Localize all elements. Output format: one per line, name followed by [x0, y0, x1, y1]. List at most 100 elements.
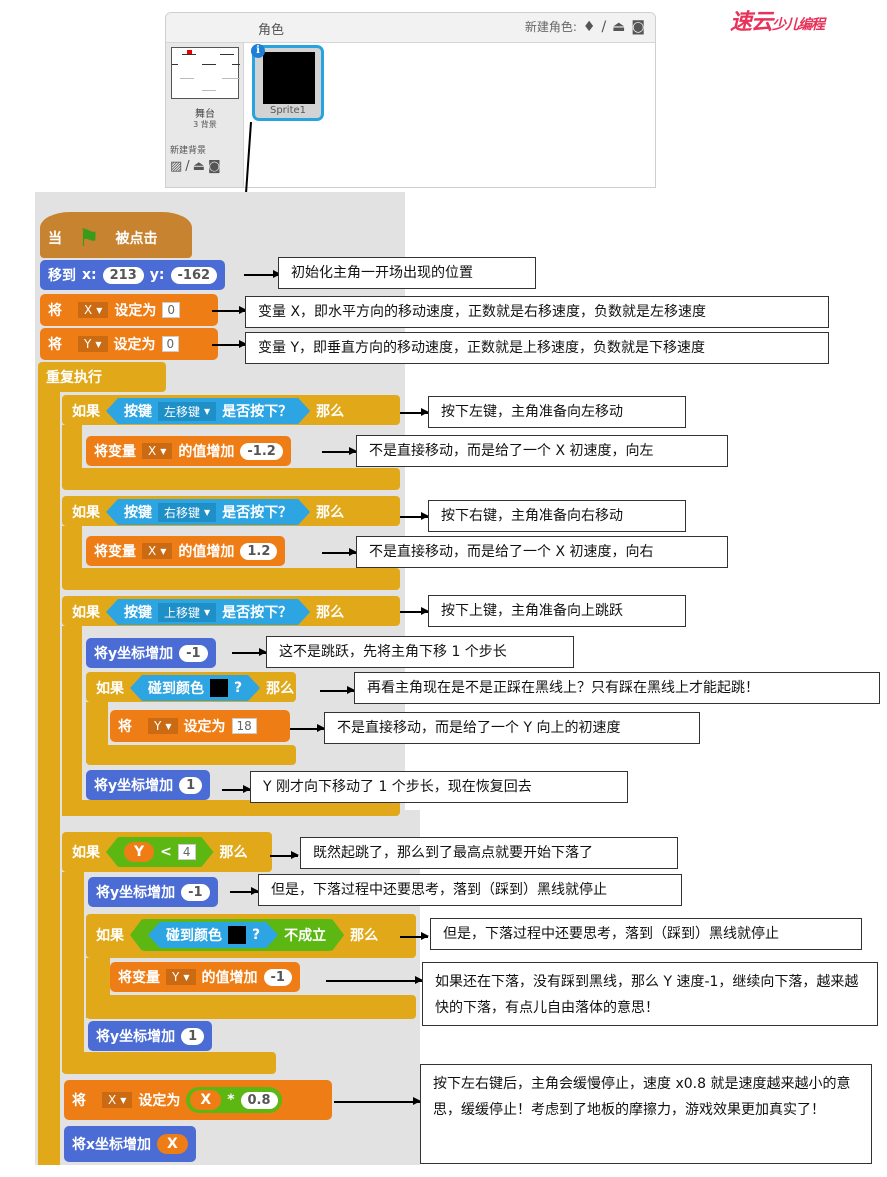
- caret-down-icon: ▼: [204, 607, 211, 617]
- caret-down-icon: ▼: [95, 339, 102, 349]
- note-not-touching: 但是，下落过程中还要思考，落到（踩到）黑线就停止: [430, 918, 862, 950]
- note-init-position: 初始化主角一开场出现的位置: [278, 257, 536, 289]
- set-y-block[interactable]: 将 Y▼ 设定为 0: [40, 328, 218, 360]
- y-variable-reporter[interactable]: Y: [124, 842, 154, 862]
- camera-icon[interactable]: ◙: [631, 18, 645, 35]
- arrow: [270, 852, 299, 858]
- variable-dropdown[interactable]: X▼: [78, 302, 109, 318]
- goto-xy-block[interactable]: 移到 x: 213 y: -162: [40, 260, 226, 290]
- new-backdrop-label: 新建背景: [170, 146, 207, 156]
- brand-logo: 速云少儿编程: [730, 10, 825, 35]
- if-right-key-block[interactable]: 如果 按键 右移键▼ 是否按下？ 那么: [64, 498, 352, 526]
- camera-icon[interactable]: ◙: [207, 159, 221, 174]
- sprite-panel: 角色 新建角色: ♦ / ⏏ ◙ 舞台 3 背景 新建背景 ▨ / ⏏ ◙ i …: [165, 12, 656, 188]
- note-jump-velocity: 不是直接移动，而是给了一个 Y 向上的初速度: [324, 712, 700, 744]
- value-input[interactable]: -1: [179, 644, 208, 662]
- key-pressed-condition[interactable]: 按键 上移键▼ 是否按下？: [106, 599, 310, 625]
- note-var-y: 变量 Y，即垂直方向的移动速度，正数就是上移速度，负数就是下移速度: [245, 332, 829, 364]
- value-input[interactable]: 0: [162, 302, 181, 318]
- value-input[interactable]: 0: [161, 336, 180, 352]
- variable-dropdown[interactable]: X▼: [142, 443, 173, 459]
- note-right-velocity: 不是直接移动，而是给了一个 X 初速度，向右: [356, 536, 728, 568]
- arrow: [212, 341, 247, 347]
- value-input[interactable]: 4: [178, 844, 196, 860]
- y-input[interactable]: -162: [170, 266, 218, 284]
- touching-color-condition[interactable]: 碰到颜色 ?: [130, 675, 260, 701]
- value-input[interactable]: -1: [181, 883, 210, 901]
- x-variable-reporter[interactable]: X: [157, 1134, 188, 1154]
- caret-down-icon: ▼: [160, 446, 167, 456]
- set-x-block[interactable]: 将 X▼ 设定为 0: [40, 294, 218, 326]
- value-input[interactable]: 1.2: [240, 542, 278, 560]
- variable-dropdown[interactable]: Y▼: [166, 969, 196, 985]
- forever-block[interactable]: 重复执行: [38, 362, 166, 392]
- value-input[interactable]: 0.8: [240, 1091, 278, 1109]
- upload-icon[interactable]: ⏏: [192, 159, 205, 174]
- variable-dropdown[interactable]: X▼: [142, 543, 173, 559]
- change-x-block[interactable]: 将x坐标增加 X: [64, 1126, 196, 1162]
- variable-dropdown[interactable]: X▼: [102, 1092, 133, 1108]
- key-pressed-condition[interactable]: 按键 右移键▼ 是否按下？: [106, 499, 310, 525]
- color-swatch[interactable]: [228, 926, 246, 944]
- multiply-operator[interactable]: X * 0.8: [186, 1087, 282, 1113]
- arrow: [232, 649, 267, 655]
- value-input[interactable]: 1: [179, 776, 203, 794]
- sprite-card[interactable]: i Sprite1: [251, 44, 324, 121]
- note-check-ground: 再看主角现在是不是正踩在黑线上？只有踩在黑线上才能起跳！: [354, 672, 880, 704]
- if-not-touching-block[interactable]: 如果 碰到颜色 ? 不成立 那么: [88, 918, 386, 952]
- set-y-block[interactable]: 将 Y▼ 设定为 18: [110, 710, 290, 742]
- variable-dropdown[interactable]: Y▼: [148, 718, 178, 734]
- key-dropdown[interactable]: 上移键▼: [158, 603, 216, 622]
- set-x-friction-block[interactable]: 将 X▼ 设定为 X * 0.8: [64, 1080, 332, 1120]
- paint-icon[interactable]: /: [185, 159, 190, 174]
- if-touching-color-block[interactable]: 如果 碰到颜色 ? 那么: [88, 674, 302, 702]
- change-vy-block[interactable]: 将变量 Y▼ 的值增加 -1: [110, 962, 300, 992]
- variable-dropdown[interactable]: Y▼: [78, 336, 108, 352]
- touching-color-condition[interactable]: 碰到颜色 ?: [148, 922, 278, 948]
- value-input[interactable]: 1: [181, 1027, 205, 1045]
- not-condition[interactable]: 碰到颜色 ? 不成立: [130, 919, 344, 951]
- image-icon[interactable]: ▨: [170, 159, 183, 174]
- note-right-key: 按下右键，主角准备向右移动: [428, 500, 686, 532]
- note-move-down: 这不是跳跃，先将主角下移 1 个步长: [266, 636, 574, 668]
- when-flag-clicked-block[interactable]: 当 ⚑ 被点击: [40, 212, 192, 258]
- caret-down-icon: ▼: [204, 406, 211, 416]
- change-y-block[interactable]: 将y坐标增加 -1: [86, 638, 216, 668]
- key-pressed-condition[interactable]: 按键 左移键▼ 是否按下？: [106, 398, 310, 424]
- arrow: [400, 409, 429, 415]
- sprite-name: Sprite1: [269, 105, 307, 116]
- key-dropdown[interactable]: 右移键▼: [158, 503, 216, 522]
- value-input[interactable]: -1: [263, 968, 292, 986]
- x-variable-reporter[interactable]: X: [190, 1090, 222, 1110]
- info-icon[interactable]: i: [251, 44, 265, 58]
- if-up-key-block[interactable]: 如果 按键 上移键▼ 是否按下？ 那么: [64, 598, 352, 626]
- key-dropdown[interactable]: 左移键▼: [158, 402, 216, 421]
- change-y-block[interactable]: 将y坐标增加 -1: [88, 877, 218, 907]
- upload-icon[interactable]: ⏏: [612, 18, 626, 35]
- change-y-block[interactable]: 将y坐标增加 1: [88, 1021, 213, 1051]
- if-left-key-block[interactable]: 如果 按键 左移键▼ 是否按下？ 那么: [64, 397, 352, 425]
- arrow: [322, 448, 357, 454]
- change-y-block[interactable]: 将y坐标增加 1: [86, 770, 211, 800]
- sprite-library-icon[interactable]: ♦: [582, 18, 596, 35]
- stage-thumbnail[interactable]: [171, 47, 240, 99]
- caret-down-icon: ▼: [204, 507, 211, 517]
- sprite-thumbnail: [263, 52, 315, 104]
- note-var-x: 变量 X，即水平方向的移动速度，正数就是右移速度，负数就是左移速度: [245, 296, 829, 328]
- less-than-condition[interactable]: Y < 4: [106, 837, 214, 867]
- change-x-block[interactable]: 将变量 X▼ 的值增加 1.2: [86, 536, 286, 566]
- caret-down-icon: ▼: [165, 721, 172, 731]
- if-y-less-than-block[interactable]: 如果 Y < 4 那么: [64, 836, 256, 868]
- caret-down-icon: ▼: [96, 305, 103, 315]
- caret-down-icon: ▼: [120, 1095, 127, 1105]
- color-swatch[interactable]: [210, 679, 228, 697]
- arrow: [290, 725, 325, 731]
- change-x-block[interactable]: 将变量 X▼ 的值增加 -1.2: [86, 436, 291, 466]
- value-input[interactable]: 18: [231, 718, 257, 734]
- x-input[interactable]: 213: [102, 266, 144, 284]
- note-falling: 既然起跳了，那么到了最高点就要开始下落了: [300, 837, 678, 869]
- note-restore: Y 刚才向下移动了 1 个步长，现在恢复回去: [250, 771, 628, 803]
- note-left-velocity: 不是直接移动，而是给了一个 X 初速度，向左: [356, 435, 728, 467]
- paint-icon[interactable]: /: [601, 18, 607, 35]
- value-input[interactable]: -1.2: [240, 442, 283, 460]
